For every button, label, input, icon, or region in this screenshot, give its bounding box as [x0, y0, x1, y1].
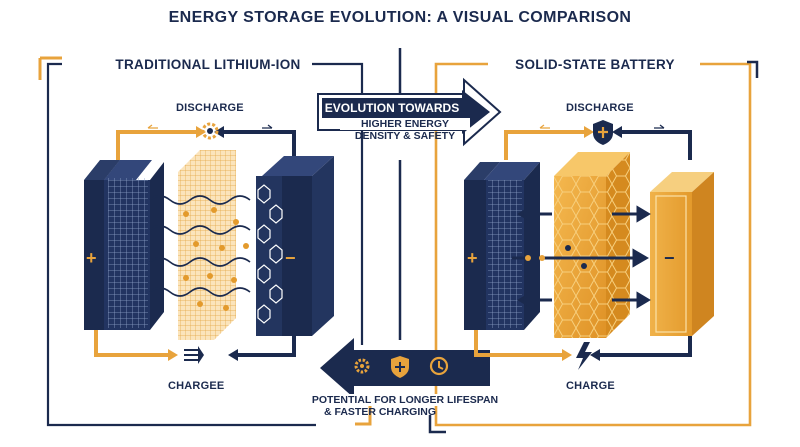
shield-icon	[391, 356, 409, 378]
left-discharge-label: DISCHARGE	[176, 102, 244, 114]
benefit-line2: & FASTER CHARGING	[323, 406, 436, 418]
right-ion-flow	[512, 205, 651, 309]
lightning-icon	[576, 342, 592, 370]
right-panel-label: SOLID-STATE BATTERY	[492, 54, 698, 76]
shield-icon	[593, 120, 613, 145]
left-positive-sign: +	[86, 248, 97, 268]
evolution-heading: EVOLUTION TOWARDS	[324, 101, 460, 115]
left-ion-flow	[149, 195, 251, 297]
charge-lines-icon	[184, 346, 204, 364]
left-ion-particles	[183, 207, 249, 311]
left-separator	[178, 150, 236, 340]
left-panel-label: TRADITIONAL LITHIUM-ION	[104, 54, 312, 76]
gear-icon	[201, 122, 219, 140]
left-cathode	[256, 156, 334, 336]
left-charge-label: CHARGEE	[168, 380, 225, 392]
right-cathode	[650, 172, 714, 336]
left-anode	[84, 160, 164, 330]
right-charge-label: CHARGE	[566, 380, 615, 392]
benefit-line1: POTENTIAL FOR LONGER LIFESPAN	[300, 394, 510, 406]
evolution-line2: DENSITY & SAFETY	[354, 130, 456, 142]
benefit-arrow	[320, 338, 490, 398]
right-negative-sign: −	[664, 248, 675, 268]
solid-electrolyte	[554, 152, 630, 338]
gear-icon	[354, 358, 370, 374]
evolution-line1: HIGHER ENERGY	[340, 118, 470, 130]
page-title: ENERGY STORAGE EVOLUTION: A VISUAL COMPA…	[168, 9, 632, 26]
right-anode	[464, 162, 540, 330]
right-positive-sign: +	[467, 248, 478, 268]
right-panel-frame	[428, 60, 759, 434]
clock-icon	[429, 356, 449, 376]
right-discharge-label: DISCHARGE	[566, 102, 634, 114]
left-negative-sign: −	[285, 248, 296, 268]
left-panel-frame	[38, 56, 372, 427]
